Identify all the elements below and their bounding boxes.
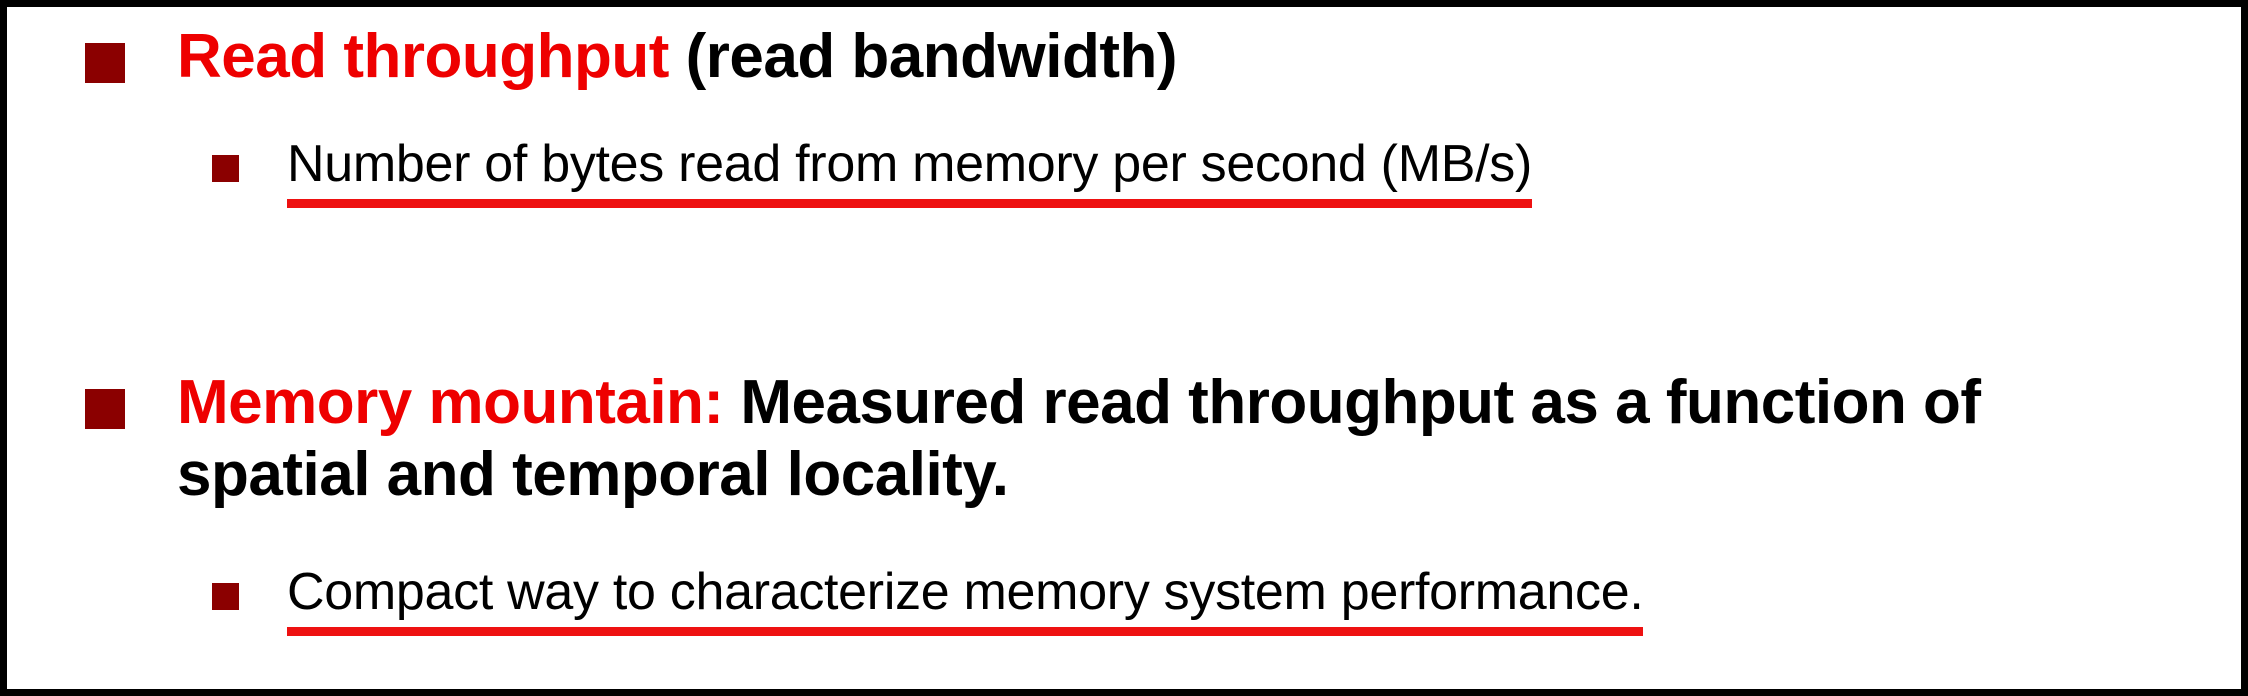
- square-bullet-icon: [85, 389, 125, 429]
- bullet-highlight-memory-mountain: Memory mountain:: [177, 368, 724, 437]
- bullet-rest-memory-mountain: Measured read throughput as a function o…: [177, 368, 1981, 509]
- bullet-item-read-throughput: Read throughput (read bandwidth): [85, 21, 1178, 93]
- bullet-text-number-of-bytes: Number of bytes read from memory per sec…: [287, 135, 1532, 209]
- slide-content: Read throughput (read bandwidth) Number …: [7, 7, 2241, 689]
- bullet-item-number-of-bytes: Number of bytes read from memory per sec…: [212, 135, 1532, 209]
- bullet-text-compact-way: Compact way to characterize memory syste…: [287, 563, 1644, 637]
- square-bullet-icon: [212, 155, 239, 182]
- bullet-rest-read-throughput: (read bandwidth): [668, 22, 1178, 91]
- bullet-text-memory-mountain: Memory mountain: Measured read throughpu…: [177, 367, 2137, 511]
- square-bullet-icon: [212, 583, 239, 610]
- bullet-item-memory-mountain: Memory mountain: Measured read throughpu…: [85, 367, 2137, 511]
- bullet-item-compact-way: Compact way to characterize memory syste…: [212, 563, 1644, 637]
- square-bullet-icon: [85, 43, 125, 83]
- bullet-text-read-throughput: Read throughput (read bandwidth): [177, 21, 1178, 93]
- bullet-highlight-read-throughput: Read throughput: [177, 22, 669, 91]
